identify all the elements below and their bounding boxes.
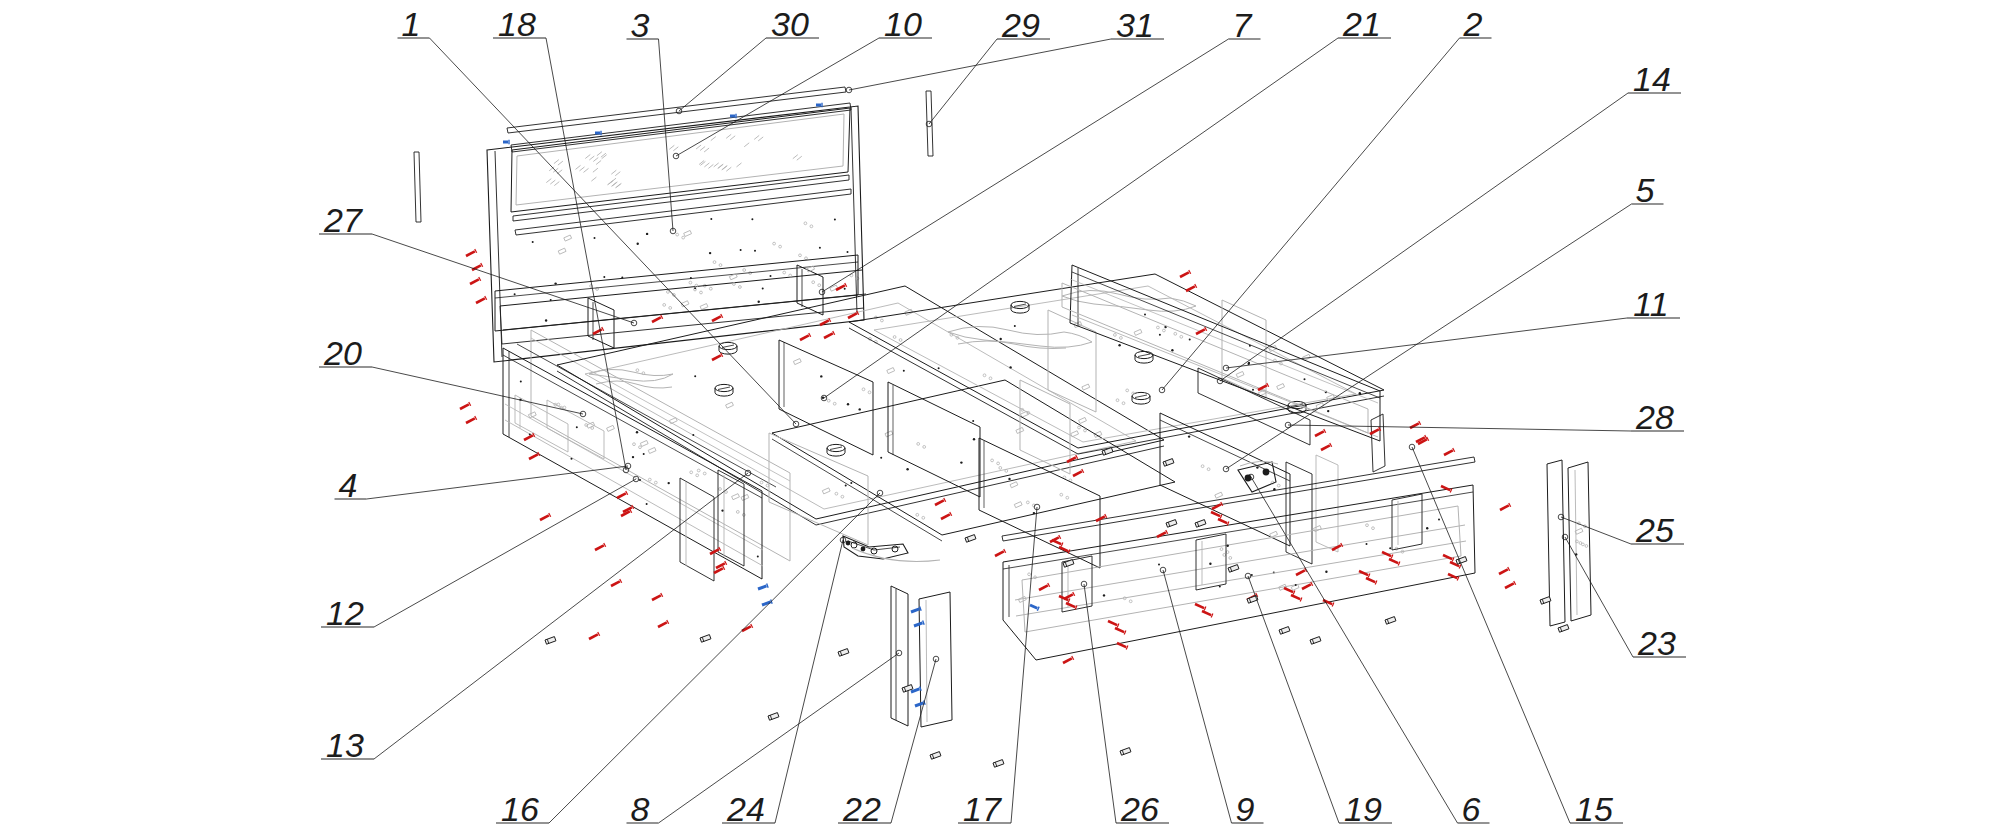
svg-text:4: 4 — [339, 466, 358, 504]
svg-text:8: 8 — [631, 790, 650, 828]
svg-text:31: 31 — [1116, 6, 1154, 44]
svg-text:13: 13 — [326, 726, 364, 764]
svg-text:26: 26 — [1120, 790, 1159, 828]
svg-text:23: 23 — [1637, 624, 1676, 662]
svg-text:1: 1 — [402, 5, 421, 43]
svg-text:25: 25 — [1635, 511, 1674, 549]
svg-text:18: 18 — [498, 5, 536, 43]
svg-text:15: 15 — [1575, 790, 1613, 828]
svg-text:19: 19 — [1344, 790, 1382, 828]
svg-text:17: 17 — [963, 790, 1002, 828]
svg-text:10: 10 — [884, 5, 922, 43]
svg-text:16: 16 — [501, 790, 539, 828]
svg-text:30: 30 — [771, 5, 809, 43]
svg-text:28: 28 — [1635, 398, 1674, 436]
svg-text:21: 21 — [1342, 5, 1381, 43]
svg-text:5: 5 — [1636, 171, 1655, 209]
svg-text:12: 12 — [326, 594, 364, 632]
svg-text:27: 27 — [323, 201, 363, 239]
svg-text:3: 3 — [631, 6, 650, 44]
svg-text:20: 20 — [323, 334, 362, 372]
svg-text:29: 29 — [1001, 6, 1040, 44]
svg-text:2: 2 — [1463, 5, 1483, 43]
svg-text:22: 22 — [842, 790, 881, 828]
svg-text:11: 11 — [1633, 285, 1668, 323]
svg-text:24: 24 — [726, 790, 765, 828]
svg-text:9: 9 — [1236, 790, 1255, 828]
svg-text:6: 6 — [1462, 790, 1481, 828]
svg-text:7: 7 — [1233, 6, 1253, 44]
svg-text:14: 14 — [1633, 60, 1671, 98]
